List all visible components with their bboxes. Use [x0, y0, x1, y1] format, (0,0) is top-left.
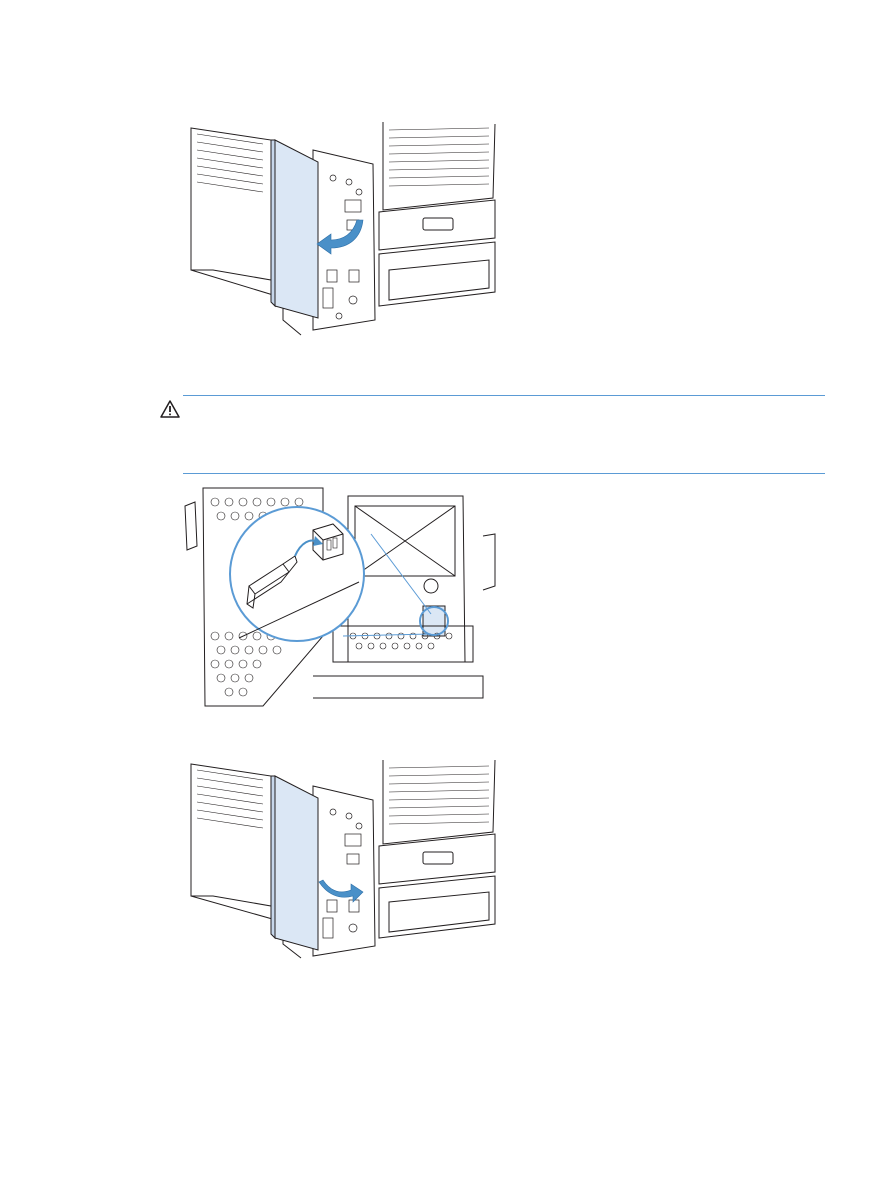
formatter-cover-removal-illustration — [190, 122, 496, 336]
usb-accessory-installation-illustration — [184, 487, 496, 707]
formatter-cover-reinstall-illustration — [190, 760, 496, 959]
warning-triangle-icon — [160, 400, 180, 418]
caution-bottom-rule — [183, 473, 825, 474]
caution-top-rule — [183, 395, 825, 396]
